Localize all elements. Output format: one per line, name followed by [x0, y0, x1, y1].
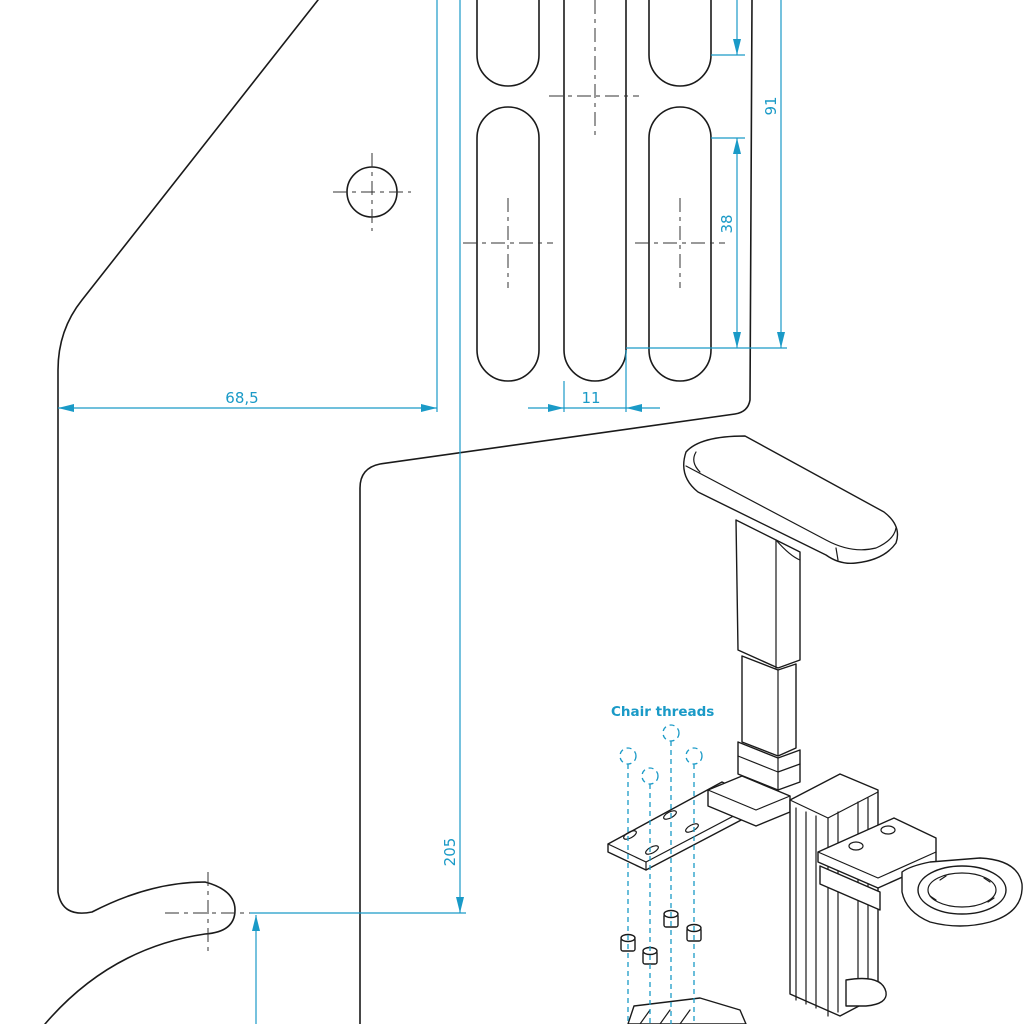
armrest-lower-post — [741, 655, 797, 757]
dimension-38-label: 38 — [718, 214, 736, 233]
dimension-11-label: 11 — [581, 389, 600, 407]
dimension-68-5: 68,5 — [58, 0, 438, 412]
slot-top-left — [476, 0, 540, 87]
dimension-38: 38 — [626, 137, 787, 349]
pivot-center-mark — [165, 872, 250, 955]
plate-outline — [44, 0, 319, 1024]
dimension-68-5-label: 68,5 — [225, 389, 258, 407]
post-collar — [737, 741, 801, 791]
armrest-pad — [683, 435, 899, 565]
dimension-top-right — [711, 0, 745, 56]
slot-top-right — [648, 0, 712, 87]
armrest-upper-post — [735, 519, 801, 669]
armrest-assembly: Chair threads — [607, 435, 1023, 1024]
column-base-foot — [627, 977, 887, 1024]
slot-lower-left — [463, 106, 553, 382]
slot-center-long — [549, 0, 639, 382]
dimension-205-label: 205 — [441, 838, 459, 867]
plate-right-edge — [359, 0, 753, 1024]
dimension-91: 91 — [762, 0, 785, 348]
dimension-91-label: 91 — [762, 96, 780, 115]
cup-holder-ring — [901, 857, 1023, 927]
chair-threads-label: Chair threads — [611, 704, 714, 720]
armrest-mount-plate — [607, 775, 791, 871]
chair-thread-indicators — [619, 724, 703, 1024]
dimension-205: 205 — [250, 0, 466, 914]
mounting-hole — [333, 153, 411, 231]
slot-lower-right — [635, 106, 725, 382]
thread-nut-3 — [663, 909, 679, 928]
dimension-pivot — [252, 915, 260, 1024]
dimension-11: 11 — [528, 350, 660, 412]
